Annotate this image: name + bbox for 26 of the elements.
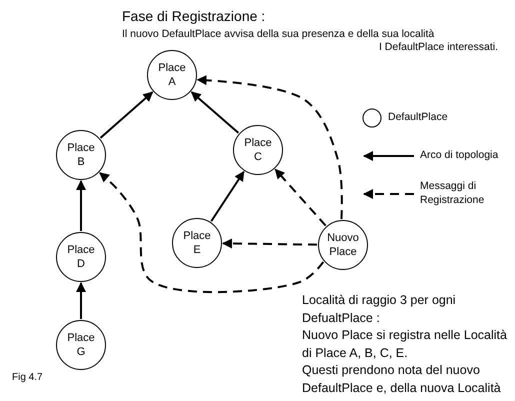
dashed-arrow bbox=[274, 168, 326, 226]
place-circle: Place D bbox=[56, 232, 106, 282]
arrow bbox=[190, 91, 240, 134]
note-text: I DefaultPlace interessati. bbox=[378, 40, 498, 55]
note-text: Questi prendono nota del nuovo DefaultPlace e, della nuova Località bbox=[302, 362, 502, 396]
dashed-arrow bbox=[99, 172, 324, 294]
note-text: Il nuovo DefaultPlace avvisa della sua presenza e della sua località bbox=[122, 27, 434, 42]
legend-text: Arco di topologia bbox=[420, 149, 500, 163]
legend-text: Messaggi di Registrazione bbox=[420, 180, 486, 208]
place-circle: Place E bbox=[172, 218, 222, 268]
note-text: Località di raggio 3 per ogni DefualtPlace : bbox=[302, 292, 457, 326]
place-circle: Place A bbox=[147, 50, 197, 100]
place-circle: Nuovo Place bbox=[318, 220, 368, 270]
figure-caption: Fig 4.7 bbox=[12, 372, 43, 383]
place-circle: Place B bbox=[56, 130, 106, 180]
legend-text: DefaultPlace bbox=[388, 111, 449, 125]
arrow bbox=[76, 282, 86, 319]
arrow bbox=[100, 91, 154, 139]
place-circle: Place C bbox=[233, 125, 283, 175]
dashed-arrow bbox=[196, 75, 343, 220]
note-text: Nuovo Place si registra nelle Località di Place A, B, C, E. bbox=[302, 327, 508, 362]
arrow bbox=[210, 170, 245, 222]
place-circle: Place G bbox=[56, 320, 106, 370]
dashed-arrow bbox=[222, 238, 318, 248]
title: Fase di Registrazione : bbox=[122, 8, 266, 24]
arrow bbox=[76, 180, 86, 231]
